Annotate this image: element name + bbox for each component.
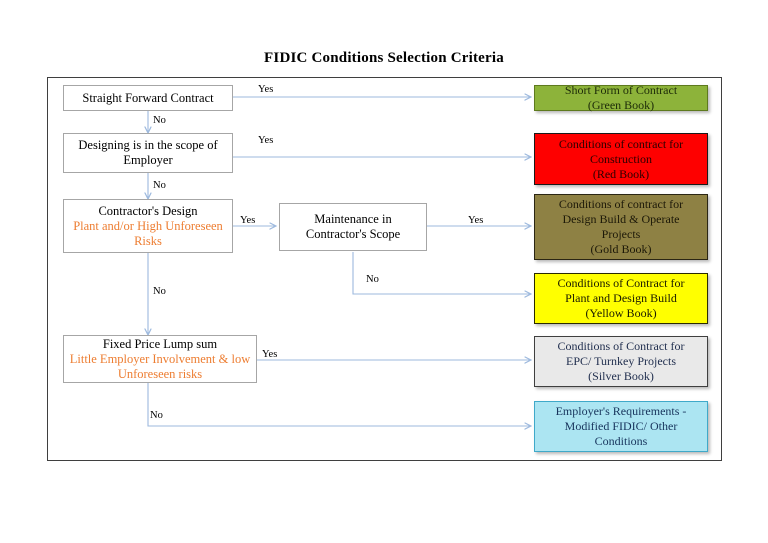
outcome-box-green-book[interactable]: Short Form of Contract (Green Book) — [534, 83, 708, 112]
outcome-line: Design Build & Operate — [562, 212, 680, 226]
decision-box-straight-forward-contract[interactable]: Straight Forward Contract — [63, 85, 233, 111]
outcome-line: (Green Book) — [587, 98, 655, 112]
outcome-box-yellow-book[interactable]: Conditions of Contract for Plant and Des… — [534, 273, 708, 324]
connector-label-yes-straight-forward: Yes — [258, 84, 274, 95]
outcome-line: (Yellow Book) — [585, 306, 657, 320]
outcome-box-employer-requirements[interactable]: Employer's Requirements - Modified FIDIC… — [534, 401, 708, 452]
decision-main-text: Contractor's Design — [98, 203, 198, 218]
outcome-line: Modified FIDIC/ Other — [564, 419, 678, 433]
connector-label-yes-maintenance: Yes — [468, 215, 484, 226]
connector-label-no-contractors-design: No — [153, 286, 166, 297]
page-title: FIDIC Conditions Selection Criteria — [264, 50, 504, 66]
outcome-line: Short Form of Contract — [564, 83, 678, 97]
decision-main-text: Designing is in the scope of Employer — [78, 138, 218, 167]
decision-sub-text: Plant and/or High Unforeseen Risks — [73, 218, 223, 248]
outcome-box-red-book[interactable]: Conditions of contract for Construction … — [534, 133, 708, 185]
connector-label-no-designing-scope: No — [153, 180, 166, 191]
decision-box-fixed-price-lump-sum[interactable]: Fixed Price Lump sum Little Employer Inv… — [63, 335, 257, 383]
outcome-line: Conditions of contract for — [558, 197, 684, 211]
outcome-line: Conditions of Contract for — [557, 339, 685, 353]
decision-main-text: Maintenance in Contractor's Scope — [305, 212, 401, 241]
decision-box-contractors-design[interactable]: Contractor's Design Plant and/or High Un… — [63, 199, 233, 253]
connector-label-yes-fixed-price: Yes — [262, 349, 278, 360]
decision-sub-text: Little Employer Involvement & low Unfore… — [69, 351, 251, 381]
decision-main-text: Fixed Price Lump sum — [102, 336, 218, 351]
outcome-line: (Gold Book) — [590, 242, 652, 256]
connector-label-no-fixed-price: No — [150, 410, 163, 421]
connector-label-no-maintenance: No — [366, 274, 379, 285]
outcome-box-gold-book[interactable]: Conditions of contract for Design Build … — [534, 194, 708, 260]
outcome-line: (Red Book) — [592, 166, 650, 181]
outcome-line: Employer's Requirements - — [555, 404, 687, 418]
outcome-line: Conditions — [594, 434, 648, 448]
outcome-line: EPC/ Turnkey Projects — [565, 354, 676, 368]
outcome-line: Projects — [601, 227, 641, 241]
decision-box-designing-scope-employer[interactable]: Designing is in the scope of Employer — [63, 133, 233, 173]
connector-label-yes-contractors-design: Yes — [240, 215, 256, 226]
connector-label-yes-designing-scope: Yes — [258, 135, 274, 146]
outcome-line: (Silver Book) — [588, 369, 654, 383]
outcome-line: Conditions of contract for — [558, 136, 684, 151]
outcome-line: Construction — [590, 151, 652, 166]
connector-label-no-straight-forward: No — [153, 115, 166, 126]
outcome-line: Conditions of Contract for — [557, 276, 685, 290]
outcome-box-silver-book[interactable]: Conditions of Contract for EPC/ Turnkey … — [534, 336, 708, 387]
decision-box-maintenance-contractor-scope[interactable]: Maintenance in Contractor's Scope — [279, 203, 427, 251]
outcome-line: Plant and Design Build — [565, 291, 677, 305]
decision-main-text: Straight Forward Contract — [82, 90, 214, 105]
